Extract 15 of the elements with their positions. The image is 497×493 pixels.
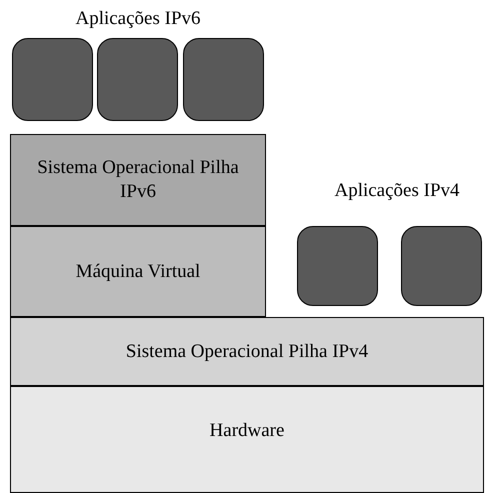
application-block <box>97 38 178 121</box>
operating-system-layer <box>10 317 484 386</box>
layer-label: Hardware <box>210 418 284 442</box>
application-block <box>183 38 264 121</box>
operating-system-layer <box>10 134 266 226</box>
hardware-layer <box>10 386 484 493</box>
group-heading: Aplicações IPv4 <box>333 180 461 202</box>
layer-label: Sistema Operacional Pilha IPv6 <box>36 156 240 204</box>
virtual-machine-layer <box>10 226 266 317</box>
layer-label: Sistema Operacional Pilha IPv4 <box>126 340 368 364</box>
layer-label: Máquina Virtual <box>76 260 200 284</box>
application-block <box>297 226 378 306</box>
group-heading: Aplicações IPv6 <box>74 8 202 30</box>
application-block <box>12 38 93 121</box>
application-block <box>401 226 482 306</box>
